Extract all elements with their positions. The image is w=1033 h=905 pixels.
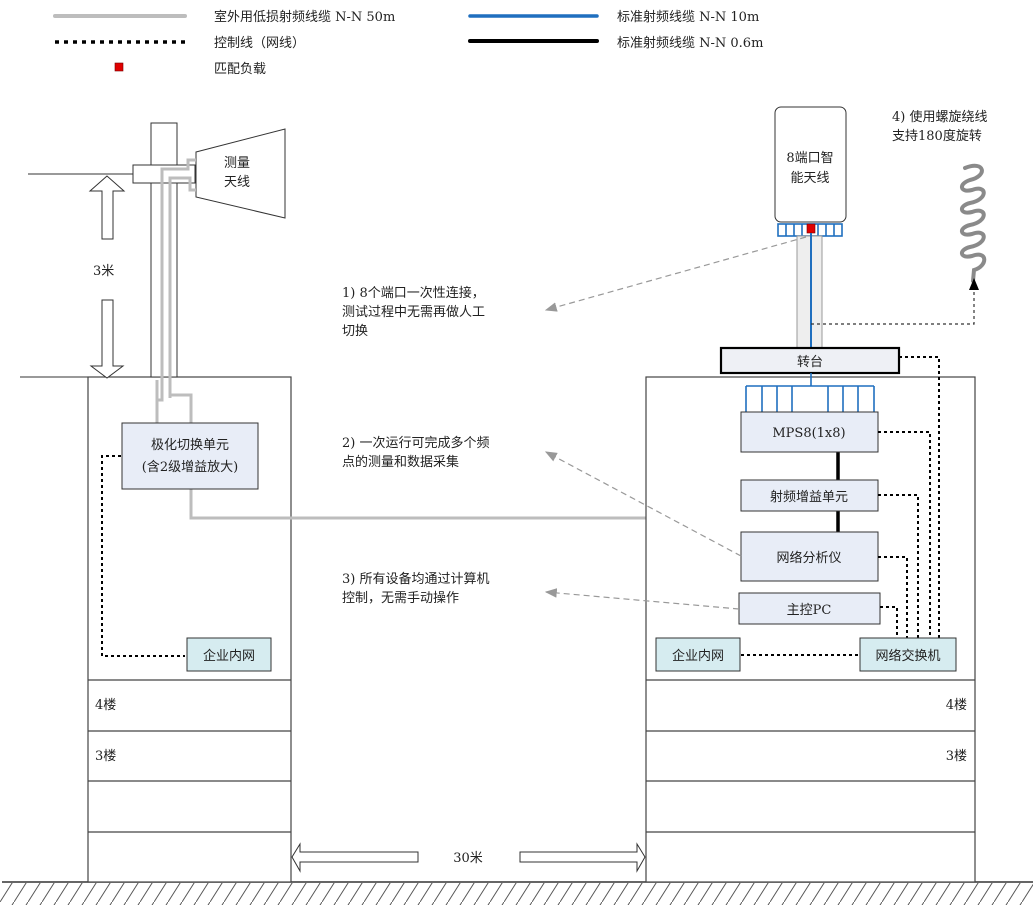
- cable-sleeve: [796, 235, 823, 349]
- network-analyzer-box: 网络分析仪: [740, 531, 879, 582]
- right-floor-4-label: 4楼: [946, 698, 967, 713]
- matched-load-icon: [114, 62, 124, 72]
- ground: [0, 881, 1033, 905]
- note-4-line-1: 4) 使用螺旋绕线: [892, 109, 987, 125]
- right-building: 4楼 3楼: [645, 376, 976, 883]
- legend-control-line-label: 控制线（网线）: [214, 36, 305, 51]
- note-4-arrow: [811, 280, 975, 325]
- left-floor-4-label: 4楼: [95, 698, 116, 713]
- left-floor-3-label: 3楼: [95, 749, 116, 764]
- polarization-unit-label-2: (含2级增益放大): [142, 459, 238, 475]
- measurement-antenna-mast: 测量 天线: [28, 122, 286, 378]
- smart-antenna-label-1: 8端口智: [786, 151, 833, 166]
- note-2-arrow: [544, 451, 742, 557]
- note-1-line-2: 测试过程中无需再做人工: [342, 305, 485, 320]
- network-switch-box: 网络交换机: [859, 637, 957, 672]
- measurement-antenna: [195, 128, 286, 219]
- note-2-line-1: 2) 一次运行可完成多个频: [342, 435, 489, 451]
- master-pc-box: 主控PC: [738, 592, 881, 625]
- distance-label: 30米: [453, 851, 483, 866]
- right-intranet-label: 企业内网: [672, 648, 724, 664]
- note-1-line-3: 切换: [342, 324, 368, 339]
- polarization-unit-label-1: 极化切换单元: [151, 438, 229, 453]
- height-arrow: 3米: [88, 175, 126, 379]
- note-4-arrowhead: [969, 278, 979, 290]
- matched-load-icon: [806, 223, 816, 234]
- rf-gain-box: 射频增益单元: [740, 479, 879, 512]
- mps8-label: MPS8(1x8): [772, 426, 845, 441]
- right-control-lines: [741, 356, 940, 656]
- right-intranet-box: 企业内网: [655, 637, 741, 672]
- legend-outdoor-cable-label: 室外用低损射频线缆 N-N 50m: [214, 9, 395, 25]
- note-2: 2) 一次运行可完成多个频 点的测量和数据采集: [342, 435, 489, 470]
- note-1: 1) 8个端口一次性连接， 测试过程中无需再做人工 切换: [342, 285, 485, 339]
- note-3-line-1: 3) 所有设备均通过计算机: [342, 571, 489, 587]
- master-pc-label: 主控PC: [787, 603, 832, 618]
- measurement-antenna-label-2: 天线: [224, 175, 250, 190]
- right-floor-3-label: 3楼: [946, 749, 967, 764]
- smart-antenna-label-2: 能天线: [790, 171, 829, 186]
- note-4-line-2: 支持180度旋转: [892, 128, 982, 144]
- legend-std-cable-10m-label: 标准射频线缆 N-N 10m: [617, 9, 759, 25]
- note-3-arrow: [544, 588, 740, 610]
- left-intranet-box: 企业内网: [186, 637, 272, 672]
- rf-gain-label: 射频增益单元: [770, 489, 848, 505]
- distance-arrow: 30米: [291, 842, 646, 873]
- mps8-box: MPS8(1x8): [740, 411, 879, 453]
- mps8-blue-cables: [745, 373, 875, 412]
- note-3: 3) 所有设备均通过计算机 控制，无需手动操作: [342, 571, 489, 606]
- note-1-arrow: [544, 236, 807, 312]
- spiral-cable-icon: [960, 163, 987, 283]
- network-switch-label: 网络交换机: [875, 648, 940, 664]
- callout-arrows: [544, 236, 807, 610]
- turntable-label: 转台: [797, 355, 823, 370]
- network-analyzer-label: 网络分析仪: [776, 550, 841, 566]
- note-1-line-1: 1) 8个端口一次性连接，: [342, 285, 485, 301]
- left-control-line: [101, 455, 185, 657]
- smart-antenna: 8端口智 能天线: [774, 106, 847, 237]
- turntable: 转台: [719, 346, 901, 375]
- polarization-switch-unit: 极化切换单元 (含2级增益放大): [121, 422, 259, 490]
- legend: 室外用低损射频线缆 N-N 50m 控制线（网线） 匹配负载 标准射频线缆 N-…: [53, 9, 763, 77]
- note-2-line-2: 点的测量和数据采集: [342, 454, 459, 470]
- note-3-line-2: 控制，无需手动操作: [342, 590, 459, 606]
- measurement-antenna-label-1: 测量: [224, 156, 250, 171]
- legend-std-cable-06m-label: 标准射频线缆 N-N 0.6m: [617, 35, 763, 51]
- height-label: 3米: [93, 264, 114, 279]
- left-intranet-label: 企业内网: [203, 648, 255, 664]
- legend-matched-load-label: 匹配负载: [214, 62, 266, 77]
- note-4: 4) 使用螺旋绕线 支持180度旋转: [892, 109, 987, 144]
